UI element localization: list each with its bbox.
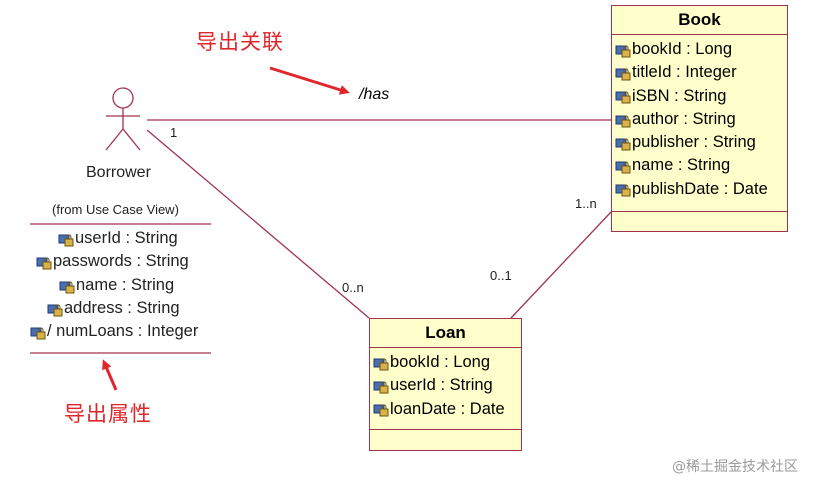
class-attribute: author : String [615,108,787,131]
watermark: @稀土掘金技术社区 [672,459,798,475]
locked-attribute-icon [615,161,631,174]
locked-attribute-icon [36,257,52,270]
class-attribute-text: userId : String [390,376,493,395]
actor-name: Borrower [86,164,151,181]
actor-source: (from Use Case View) [52,202,179,217]
class-attribute: bookId : Long [373,351,521,374]
locked-attribute-icon [615,91,631,104]
class-attribute: loanDate : Date [373,398,521,421]
attribute-list: bookId : Long userId : String loanDate :… [370,348,521,424]
class-attribute-text: name : String [632,156,731,175]
locked-attribute-icon [373,381,389,394]
class-attribute: userId : String [373,374,521,397]
class-book[interactable]: Book bookId : Long titleId : Integer iSB… [611,5,788,232]
attribute-annotation: 导出属性 [64,402,152,426]
actor-attribute: name : String [59,274,174,297]
actor-attribute: address : String [47,297,180,320]
attribute-list: bookId : Long titleId : Integer iSBN : S… [612,35,787,204]
locked-attribute-icon [615,115,631,128]
class-attribute-text: titleId : Integer [632,63,737,82]
operations-separator [370,429,521,430]
class-attribute-text: iSBN : String [632,86,727,105]
locked-attribute-icon [58,234,74,247]
actor-attribute-text: name : String [76,276,175,294]
actor-attribute: / numLoans : Integer [30,320,198,343]
class-attribute: titleId : Integer [615,61,787,84]
class-attribute-text: publishDate : Date [632,179,768,198]
class-attribute: bookId : Long [615,38,787,61]
class-title: Loan [370,319,521,348]
locked-attribute-icon [373,358,389,371]
annotation-arrow-association [269,66,350,95]
actor-attribute: passwords : String [36,250,189,273]
class-attribute-text: bookId : Long [390,353,490,371]
association-book-loan [510,211,612,319]
locked-attribute-icon [615,68,631,81]
locked-attribute-icon [373,404,389,417]
class-title: Book [612,6,787,35]
operations-separator [612,211,787,212]
locked-attribute-icon [47,304,63,317]
actor-attribute-text: / numLoans : Integer [47,322,199,340]
locked-attribute-icon [59,281,75,294]
annotation-arrow-attribute [102,359,118,391]
locked-attribute-icon [615,184,631,197]
association-name: /has [359,86,390,103]
class-attribute-text: publisher : String [632,133,756,152]
class-attribute: iSBN : String [615,85,787,108]
actor-attribute-text: address : String [64,299,180,317]
association-annotation: 导出关联 [196,30,284,54]
multiplicity-borrower-book: 1 [170,125,178,140]
multiplicity-loan-book: 0..1 [490,268,512,283]
class-attribute-text: loanDate : Date [390,399,505,418]
actor-attribute: userId : String [58,227,178,250]
class-attribute: publisher : String [615,131,787,154]
class-loan[interactable]: Loan bookId : Long userId : String loanD… [369,318,522,451]
class-attribute-text: author : String [632,109,736,128]
locked-attribute-icon [615,45,631,58]
actor-attribute-text: userId : String [75,229,178,247]
actor-attribute-text: passwords : String [53,252,189,270]
class-attribute: name : String [615,154,787,177]
locked-attribute-icon [615,138,631,151]
class-attribute: publishDate : Date [615,178,787,201]
actor-figure [105,87,141,151]
multiplicity-loan-borrower: 0..n [342,280,364,295]
association-borrower-loan [146,129,370,319]
locked-attribute-icon [30,327,46,340]
multiplicity-book: 1..n [575,196,597,211]
class-attribute-text: bookId : Long [632,40,732,58]
